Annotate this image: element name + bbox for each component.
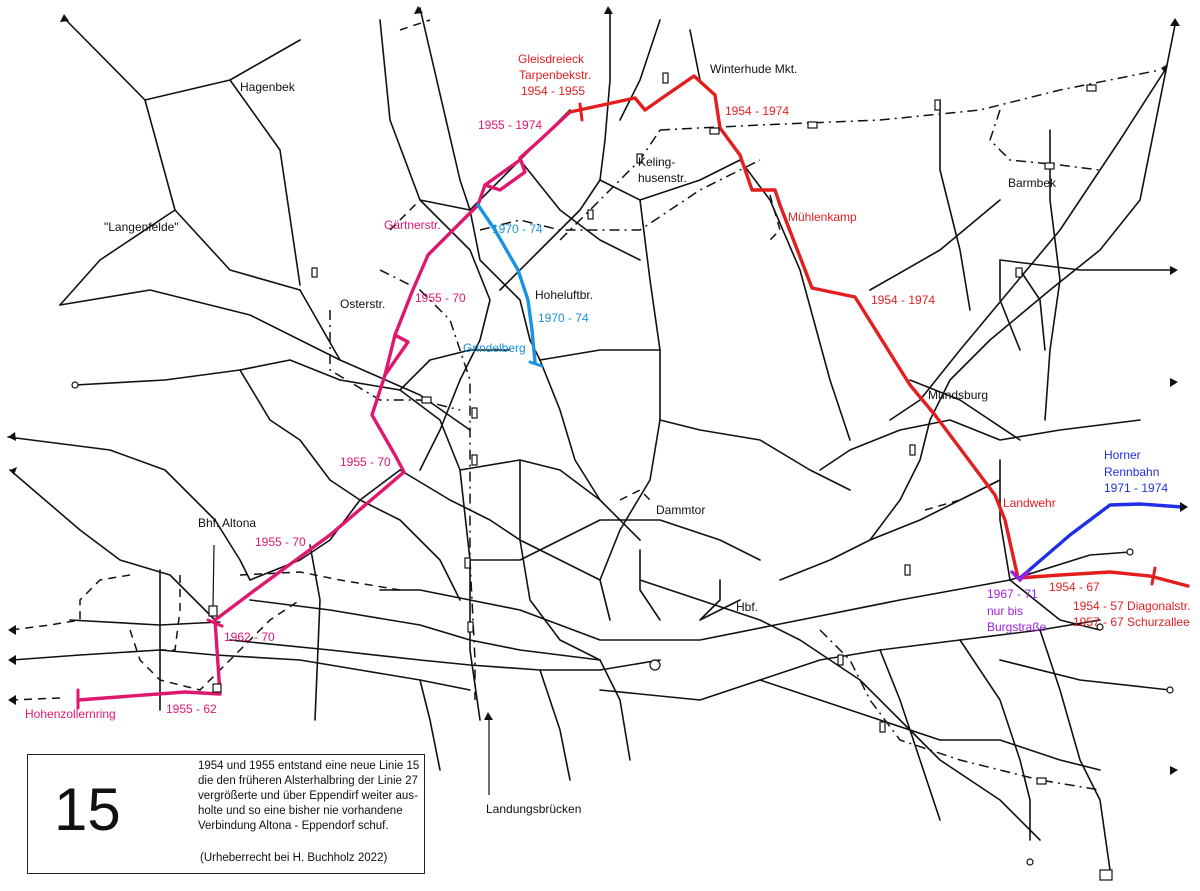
freight-dashed-lines <box>9 19 1001 701</box>
label-burgstrasse: Burgstraße <box>987 620 1047 634</box>
copyright-note: (Urheberrecht bei H. Buchholz 2022) <box>200 852 388 864</box>
label-grindelberg: Grindelberg <box>463 341 526 355</box>
line-number: 15 <box>54 776 121 843</box>
label-dammtor: Dammtor <box>656 503 706 517</box>
label-winterhude-mkt: Winterhude Mkt. <box>710 62 798 76</box>
label-years-1954-1955: 1954 - 1955 <box>521 84 586 98</box>
route-1955-magenta <box>76 110 572 702</box>
label-kelinghusenstr-1: Keling- <box>638 155 676 169</box>
label-years-1955-1974: 1955 - 1974 <box>478 118 543 132</box>
station-boxes <box>208 72 1113 881</box>
label-landwehr: Landwehr <box>1003 496 1056 510</box>
label-bhf-altona: Bhf. Altona <box>198 516 257 530</box>
label-hoheluftbr: Hoheluftbr. <box>535 288 594 302</box>
label-rennbahn: Rennbahn <box>1104 465 1160 479</box>
info-box: 15 1954 und 1955 entstand eine neue Lini… <box>27 754 425 874</box>
label-gaertnerstr: Gärtnerstr. <box>384 218 441 232</box>
label-nur-bis: nur bis <box>987 604 1024 618</box>
route-1967-violet <box>1010 570 1030 583</box>
label-years-1962-70: 1962 - 70 <box>224 630 275 644</box>
label-muehlenkamp: Mühlenkamp <box>788 210 857 224</box>
label-osterstr: Osterstr. <box>340 297 386 311</box>
label-hagenbek: Hagenbek <box>240 80 295 94</box>
label-horner: Horner <box>1104 448 1141 462</box>
label-years-1955-70-a: 1955 - 70 <box>415 291 466 305</box>
label-gleisdreieck: Gleisdreieck <box>518 52 585 66</box>
route-1970-cyan <box>476 203 537 364</box>
label-kelinghusenstr-2: husenstr. <box>638 171 687 185</box>
label-schurzallee: 1957 - 67 Schurzallee <box>1073 615 1190 629</box>
line-end-markers <box>71 381 1174 866</box>
altona-pointer <box>212 544 215 607</box>
label-years-1971-1974: 1971 - 1974 <box>1104 481 1169 495</box>
label-tarpenbekstr: Tarpenbekstr. <box>519 68 592 82</box>
route-1971-blue <box>1018 502 1184 580</box>
label-years-1970-74-a: 1970 - 74 <box>492 222 543 236</box>
route-1954-red <box>568 74 1190 588</box>
label-landungsbruecken: Landungsbrücken <box>486 802 582 816</box>
label-years-1954-1974-b: 1954 - 1974 <box>871 293 936 307</box>
label-years-1955-70-b: 1955 - 70 <box>340 455 391 469</box>
label-mundsburg: Mundsburg <box>928 388 989 402</box>
arrow-tips <box>8 6 1188 775</box>
label-years-1954-67: 1954 - 67 <box>1049 580 1100 594</box>
label-years-1954-1974-a: 1954 - 1974 <box>725 104 790 118</box>
label-years-1955-70-c: 1955 - 70 <box>255 535 306 549</box>
rail-dashed-lines <box>329 69 1161 791</box>
label-years-1955-62: 1955 - 62 <box>166 702 217 716</box>
label-years-1967-71: 1967 - 71 <box>987 587 1038 601</box>
label-langenfelde: "Langenfelde" <box>104 220 179 234</box>
label-diagonalstr: 1954 - 57 Diagonalstr. <box>1073 599 1191 613</box>
terminal-markers <box>76 102 1157 710</box>
tram-network-lines <box>7 7 1176 871</box>
label-hbf: Hbf. <box>736 600 759 614</box>
info-description: 1954 und 1955 entstand eine neue Linie 1… <box>198 760 420 832</box>
label-years-1970-74-b: 1970 - 74 <box>538 311 589 325</box>
label-hohenzollernring: Hohenzollernring <box>25 707 116 721</box>
label-barmbek: Barmbek <box>1008 176 1057 190</box>
